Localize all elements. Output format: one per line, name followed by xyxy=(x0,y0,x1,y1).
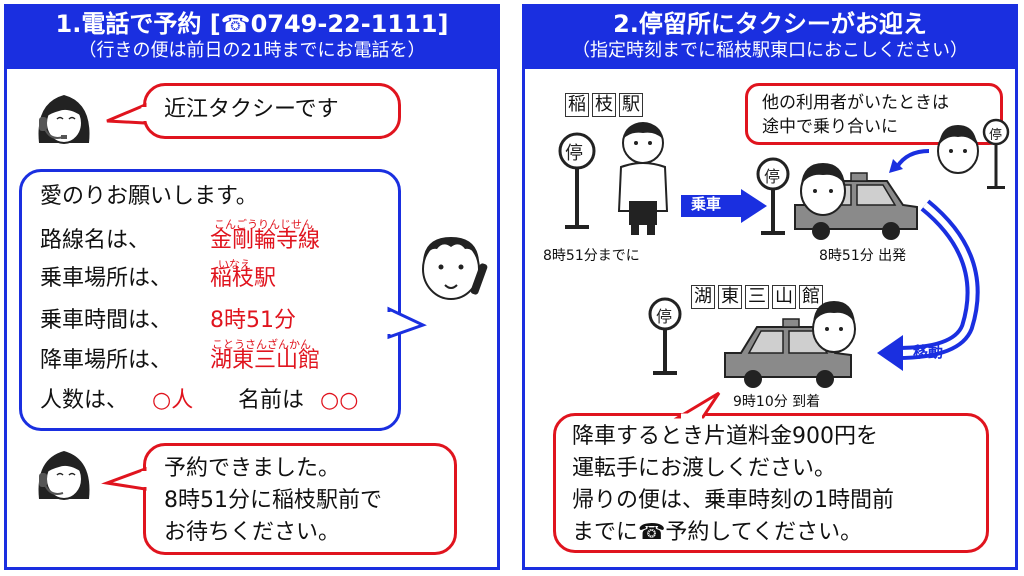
bus-stop-glyph-3: 停 xyxy=(989,128,1003,143)
dest-sign-char: 館 xyxy=(799,285,823,309)
pickup-arrow-icon xyxy=(889,149,930,173)
alight-label: 降車場所は、 xyxy=(40,348,173,373)
confirm-bubble-tail xyxy=(101,466,147,491)
people-value: ○人 xyxy=(152,388,194,413)
name-label: 名前は xyxy=(238,388,305,413)
waiting-passenger-icon xyxy=(617,122,669,235)
phone-reservation-panel: 1.電話で予約 [☎0749-22-1111] （行きの便は前日の21時までにお… xyxy=(4,4,500,570)
fare-note-tail xyxy=(673,391,721,419)
arrive-caption: 9時10分 到着 xyxy=(733,394,821,410)
board-arrow-label: 乗車 xyxy=(691,195,722,213)
time-label: 乗車時間は、 xyxy=(40,308,173,333)
bus-stop-glyph: 停 xyxy=(565,143,583,164)
confirm-bubble: 予約できました。 8時51分に稲枝駅前で お待ちください。 xyxy=(143,443,457,555)
share-line-2: 途中で乗り合いに xyxy=(762,117,898,137)
caller-bubble-tail xyxy=(387,306,427,340)
board-value: 稲枝駅 xyxy=(210,266,277,291)
panel2-title: 2.停留所にタクシーがお迎え xyxy=(613,10,927,38)
request-line: 愛のりお願いします。 xyxy=(40,184,258,209)
panel2-header: 2.停留所にタクシーがお迎え （指定時刻までに稲枝駅東口におこしください） xyxy=(525,7,1015,69)
caller-face-icon xyxy=(422,237,488,300)
operator-greeting: 近江タクシーです xyxy=(164,97,339,122)
operator-bubble: 近江タクシーです xyxy=(143,83,401,139)
route-ruby: こんごうりんじせん xyxy=(214,218,313,231)
note-line-2: 運転手にお渡しください。 xyxy=(572,456,837,481)
depart-caption: 8時51分 出発 xyxy=(819,248,907,264)
panel1-title: 1.電話で予約 [☎0749-22-1111] xyxy=(55,10,449,38)
caller-bubble: 愛のりお願いします。 路線名は、 こんごうりんじせん 金剛輪寺線 乗車場所は、 … xyxy=(19,169,401,431)
people-label: 人数は、 xyxy=(40,388,129,413)
operator-headset-icon xyxy=(38,95,90,144)
dest-sign-char: 東 xyxy=(718,285,742,309)
note-line-3: 帰りの便は、乗車時刻の1時間前 xyxy=(572,488,894,513)
share-line-1: 他の利用者がいたときは xyxy=(762,93,949,113)
bus-stop-icon-4 xyxy=(648,297,682,375)
note-line-4: までに☎予約してください。 xyxy=(572,520,863,545)
taxi-pickup-panel: 2.停留所にタクシーがお迎え （指定時刻までに稲枝駅東口におこしください） 稲枝… xyxy=(522,4,1018,570)
other-passenger-icon xyxy=(937,125,979,174)
panel1-subtitle: （行きの便は前日の21時までにお電話を） xyxy=(78,40,426,61)
board-ruby: いなえ xyxy=(218,258,251,271)
dest-sign-char: 山 xyxy=(772,285,796,309)
panel1-header: 1.電話で予約 [☎0749-22-1111] （行きの便は前日の21時までにお… xyxy=(7,7,497,69)
alight-value: 湖東三山館 xyxy=(210,348,321,373)
fare-note-bubble: 降車するとき片道料金900円を 運転手にお渡しください。 帰りの便は、乗車時刻の… xyxy=(553,413,989,553)
board-arrow-icon xyxy=(681,189,767,223)
station-sign-char: 稲 xyxy=(565,93,589,117)
station-caption: 8時51分までに xyxy=(543,248,640,264)
dest-sign-char: 三 xyxy=(745,285,769,309)
operator-bubble-tail xyxy=(106,102,147,125)
panel2-subtitle: （指定時刻までに稲枝駅東口におこしください） xyxy=(572,40,968,61)
confirm-line-3: お待ちください。 xyxy=(164,520,341,545)
route-value: 金剛輪寺線 xyxy=(210,228,321,253)
dest-sign-char: 湖 xyxy=(691,285,715,309)
note-line-1: 降車するとき片道料金900円を xyxy=(572,424,878,449)
confirm-line-2: 8時51分に稲枝駅前で xyxy=(164,488,382,513)
name-value: ○○ xyxy=(320,388,359,413)
bus-stop-icon-3 xyxy=(982,118,1010,189)
route-label: 路線名は、 xyxy=(40,228,151,253)
station-sign: 稲枝駅 xyxy=(565,93,646,117)
move-arrow-icon xyxy=(877,199,980,371)
station-sign-char: 枝 xyxy=(592,93,616,117)
alight-ruby: ことうさんざんかん xyxy=(212,338,311,351)
station-sign-char: 駅 xyxy=(619,93,643,117)
bus-stop-glyph-2: 停 xyxy=(764,167,781,186)
confirm-line-1: 予約できました。 xyxy=(164,456,341,481)
time-value: 8時51分 xyxy=(210,308,296,333)
bus-stop-glyph-4: 停 xyxy=(656,307,673,326)
driver-face-icon xyxy=(800,163,846,216)
destination-sign: 湖東三山館 xyxy=(691,285,826,309)
driver-face-icon-2 xyxy=(812,301,856,353)
bus-stop-icon xyxy=(558,132,596,229)
board-label: 乗車場所は、 xyxy=(40,266,173,291)
operator-headset-icon-2 xyxy=(38,451,90,500)
bus-stop-icon-2 xyxy=(756,157,790,235)
move-arrow-label: 移動 xyxy=(913,343,944,361)
